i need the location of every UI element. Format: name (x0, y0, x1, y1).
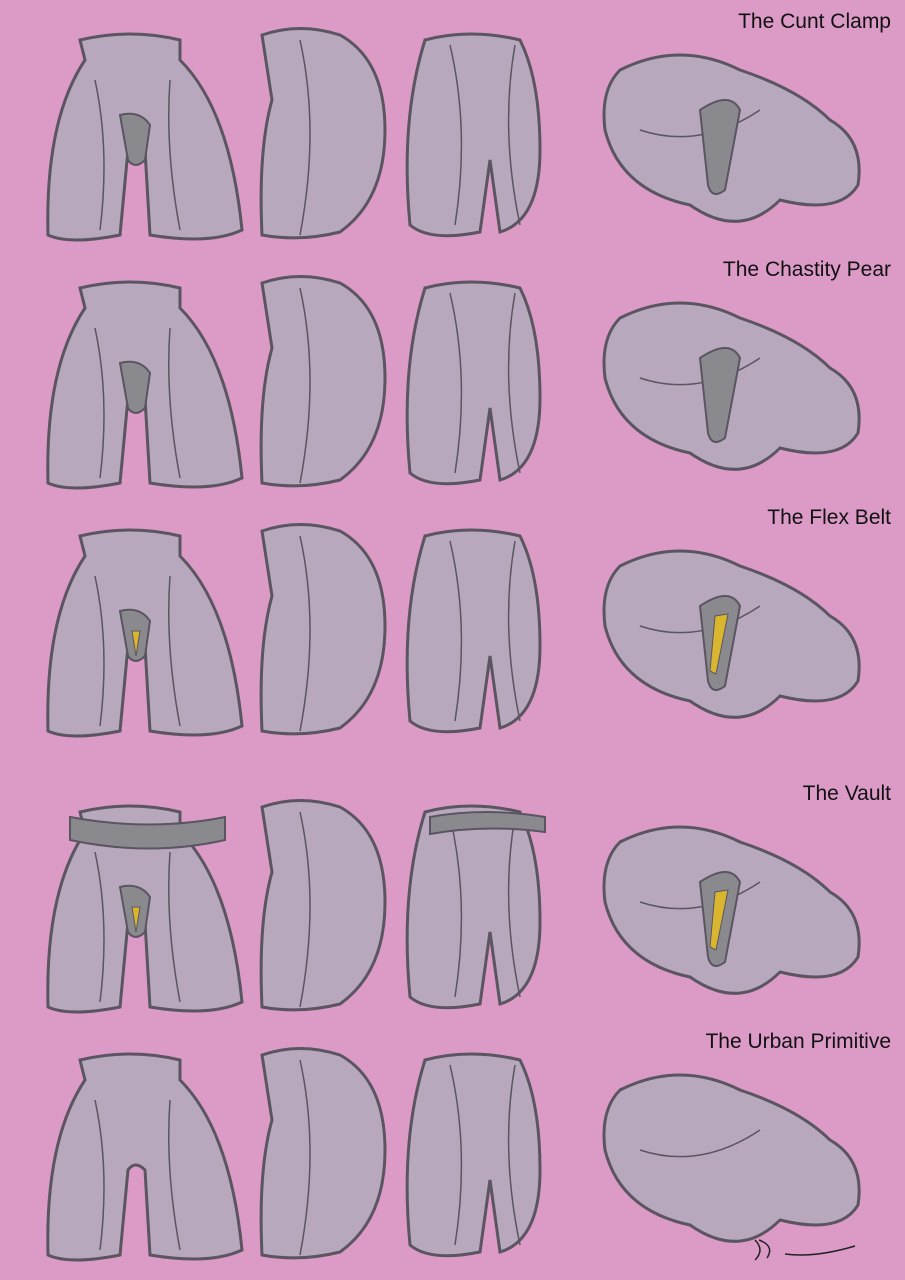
contour-lines (94, 811, 761, 1008)
contour-lines (94, 287, 761, 484)
row-title: The Cunt Clamp (738, 10, 891, 33)
row-title: The Chastity Pear (722, 258, 891, 281)
mannequin-figures (46, 1047, 861, 1262)
row-title: The Flex Belt (767, 506, 891, 529)
back-view-form (405, 528, 542, 734)
side-view-form (259, 1047, 387, 1260)
back-view-form (405, 32, 542, 238)
waist-belt (429, 811, 546, 836)
row-4: The Vault (0, 772, 905, 1028)
mannequin-figures (46, 275, 861, 490)
gold-plate (131, 906, 141, 933)
mannequin-figures (46, 523, 861, 738)
row-title: The Vault (802, 782, 891, 805)
side-view-form (259, 799, 387, 1012)
mannequin-figures (46, 27, 861, 242)
row-title: The Urban Primitive (705, 1030, 891, 1053)
back-view-form (405, 280, 542, 486)
row-2: The Chastity Pear (0, 248, 905, 504)
device-angled (698, 99, 742, 195)
back-view-form (405, 804, 542, 1010)
gold-plate (709, 889, 729, 951)
artist-signature (754, 1239, 856, 1261)
side-view-form (259, 27, 387, 240)
contour-lines (94, 1059, 761, 1256)
contour-lines (94, 535, 761, 732)
mannequin-figures (46, 799, 861, 1014)
side-view-form (259, 275, 387, 488)
waist-belt (69, 815, 226, 850)
gold-plate (709, 613, 729, 675)
back-view-form (405, 1052, 542, 1258)
row-5: The Urban Primitive (0, 1020, 905, 1276)
angled-view-form (602, 1073, 861, 1243)
device-angled (698, 347, 742, 443)
side-view-form (259, 523, 387, 736)
device-front (118, 360, 152, 414)
contour-lines (94, 39, 761, 236)
row-1: The Cunt Clamp (0, 0, 905, 256)
device-front (118, 112, 152, 166)
row-3: The Flex Belt (0, 496, 905, 752)
front-view-form (46, 1052, 244, 1262)
gold-plate (131, 630, 141, 657)
